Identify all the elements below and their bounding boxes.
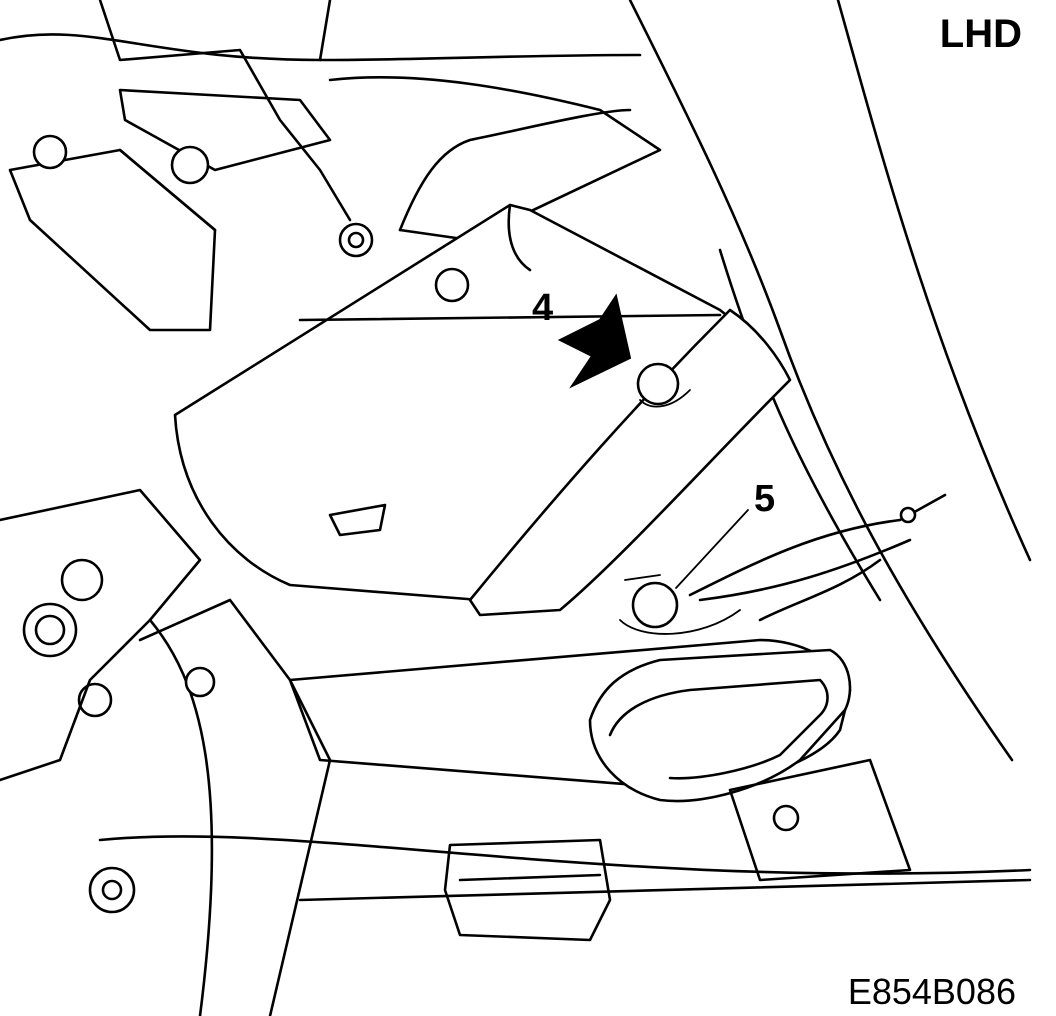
floor-line-2 (298, 878, 1032, 902)
lower-bolt-left (88, 866, 136, 914)
fender-arch-outer (836, 0, 1032, 562)
cable-upper (688, 493, 947, 597)
callout-5-number: 5 (754, 478, 776, 520)
callout-4-arrow (557, 293, 632, 389)
lower-right-housing (728, 758, 912, 882)
block-left-face (118, 148, 217, 232)
shroud-lower-edge (298, 313, 722, 322)
connector-detail (458, 873, 602, 882)
figure-code: E854B086 (847, 971, 1016, 1012)
pedal-pivot (184, 666, 216, 698)
cable-end-bolt (899, 506, 917, 524)
cable-link (758, 558, 882, 622)
shaft-cover-end (588, 648, 852, 803)
pedal-arm (138, 598, 332, 1016)
shroud-slot (507, 203, 532, 272)
shroud-hole (434, 267, 470, 303)
fastener-lower (631, 581, 679, 629)
bolt-upper-center-inner (347, 231, 365, 249)
lower-bolt-left-inner (101, 879, 123, 901)
drive-side-label: LHD (939, 12, 1022, 56)
bolt-upper-mid (170, 145, 210, 185)
panel-right-upper (328, 76, 662, 242)
pedal-arm-2 (148, 618, 214, 1016)
upper-bracket (98, 0, 352, 222)
fastener-upper-clip (639, 389, 691, 408)
bracket-bolt-3 (77, 682, 113, 718)
upper-panel-edge-2 (318, 0, 332, 62)
bolt-upper-left (32, 134, 68, 170)
bracket-bolt-2-inner (34, 614, 66, 646)
lower-trim-panel (468, 308, 792, 617)
callout-4-number: 4 (532, 287, 554, 329)
callout-5-leader (675, 509, 749, 589)
shaft-cover-inner (608, 678, 829, 780)
shroud-clip (328, 503, 387, 537)
lower-right-bolt (772, 804, 800, 832)
fender-arch-line (718, 248, 882, 602)
fender-arch-inner (628, 0, 1014, 762)
fastener-upper (636, 362, 680, 406)
bracket-bolt-1 (60, 558, 104, 602)
fastener-lower-clip (619, 574, 741, 635)
bolt-upper-center (338, 222, 374, 258)
cable-lower (698, 538, 912, 602)
bracket-bolt-2 (22, 602, 78, 658)
bracket-wavy (398, 108, 632, 232)
upper-housing (118, 88, 332, 172)
connector-block (443, 838, 612, 942)
